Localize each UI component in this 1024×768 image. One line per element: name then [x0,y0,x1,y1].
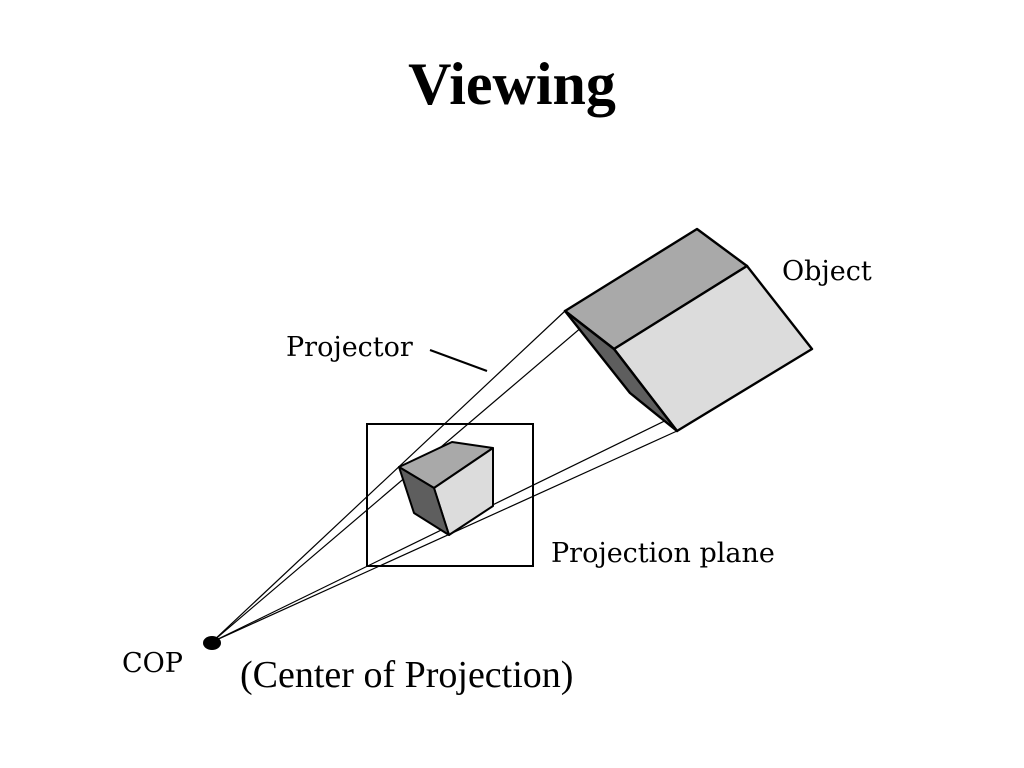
object-cube-side-face [563,309,679,433]
object-label: Object [782,256,872,287]
projected-cube [398,441,494,536]
projection-plane [366,423,534,567]
projector-label: Projector [286,332,413,363]
cop-label: COP [122,648,183,679]
projector-leader-line [429,349,488,372]
projection-plane-label: Projection plane [551,538,775,569]
cop-caption: (Center of Projection) [240,654,574,696]
projector-line-3 [211,430,678,643]
object-cube [563,227,814,433]
cop-point [203,636,221,650]
projected-cube-side-face [398,466,450,536]
projector-line-2 [211,310,566,643]
slide-title: Viewing [408,51,616,117]
